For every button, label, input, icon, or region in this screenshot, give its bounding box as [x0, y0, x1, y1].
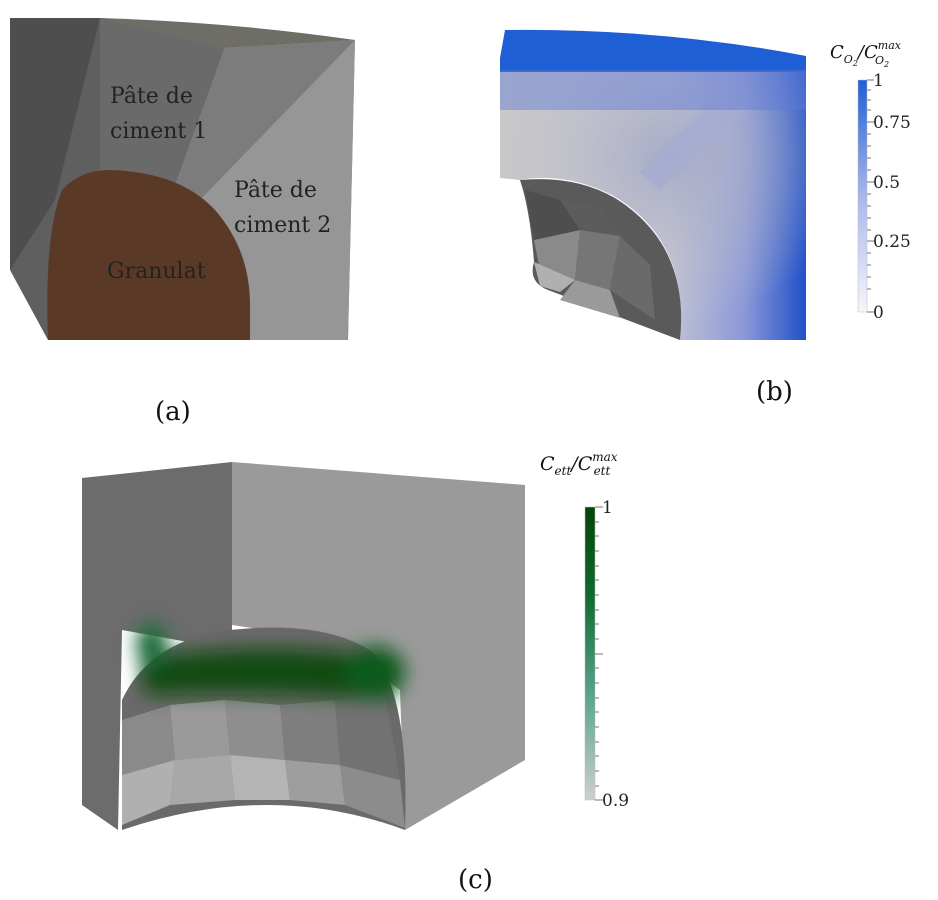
b-tick-1: 1	[873, 71, 884, 91]
c-facet-4	[280, 700, 340, 765]
b-colorbar	[857, 79, 868, 313]
b-tick-025: 0.25	[873, 232, 911, 252]
c-title-max: max	[592, 450, 618, 464]
b-title-o: O	[844, 53, 853, 66]
b-facet-5	[560, 280, 620, 318]
paste2-label-line1: Pâte de	[234, 178, 317, 203]
c-colorbar	[584, 506, 596, 801]
aggregate-region	[47, 170, 250, 340]
c-title-ett: ett	[555, 464, 572, 478]
paste1-mid	[100, 18, 225, 200]
b-title-c: C	[830, 42, 844, 63]
c-facet-6	[122, 760, 175, 825]
aggregate-label: Granulat	[107, 259, 206, 284]
panel-b-label: (b)	[756, 377, 793, 407]
paste1-label-line2: ciment 1	[110, 119, 207, 144]
b-title-cmax: C	[864, 42, 878, 63]
b-tick-075: 0.75	[873, 113, 911, 133]
c-facet-2	[170, 700, 230, 760]
c-facet-10	[340, 765, 405, 828]
c-left-face	[82, 462, 232, 830]
c-colorbar-ticks	[595, 506, 603, 801]
c-facet-7	[170, 755, 235, 805]
b-title-o2: 2	[852, 59, 858, 68]
c-facet-5	[335, 695, 400, 780]
c-facet-8	[230, 755, 290, 800]
paste2-wedge	[170, 40, 355, 200]
b-facet-3	[610, 236, 655, 320]
c-tick-1: 1	[602, 498, 613, 518]
b-facet-7	[560, 200, 620, 236]
c-right-face	[232, 462, 525, 830]
paste1-label-line1: Pâte de	[110, 84, 193, 109]
b-title-o-b: O	[875, 54, 884, 67]
b-title-o2-b: 2	[883, 60, 889, 69]
b-tick-0: 0	[873, 303, 884, 323]
c-green-band	[136, 623, 405, 700]
b-facet-6	[525, 190, 580, 240]
b-tick-05: 0.5	[873, 173, 900, 193]
c-title-ett-b: ett	[594, 464, 611, 478]
b-title-max: max	[878, 39, 902, 52]
b-glow	[500, 58, 806, 340]
b-facet-2	[575, 230, 620, 290]
panel-a-label: (a)	[155, 397, 191, 427]
b-facet-4	[534, 262, 575, 292]
c-facet-1	[122, 705, 175, 775]
c-tick-09: 0.9	[602, 791, 629, 811]
c-facet-9	[285, 760, 345, 805]
b-top-band	[500, 29, 806, 72]
c-facet-3	[225, 700, 285, 760]
panel-a: Pâte de ciment 1 Pâte de ciment 2 Granul…	[10, 18, 355, 427]
c-title-cmax: C	[578, 453, 593, 475]
c-title-c: C	[540, 453, 555, 475]
panel-c-label: (c)	[458, 865, 493, 895]
paste2-label-line2: ciment 2	[234, 213, 331, 238]
b-colorbar-ticks	[867, 79, 874, 313]
cube-top-curve	[100, 18, 355, 48]
b-top-gradient	[500, 70, 806, 110]
b-streak	[640, 92, 745, 190]
paste1-darkfold	[10, 18, 100, 270]
